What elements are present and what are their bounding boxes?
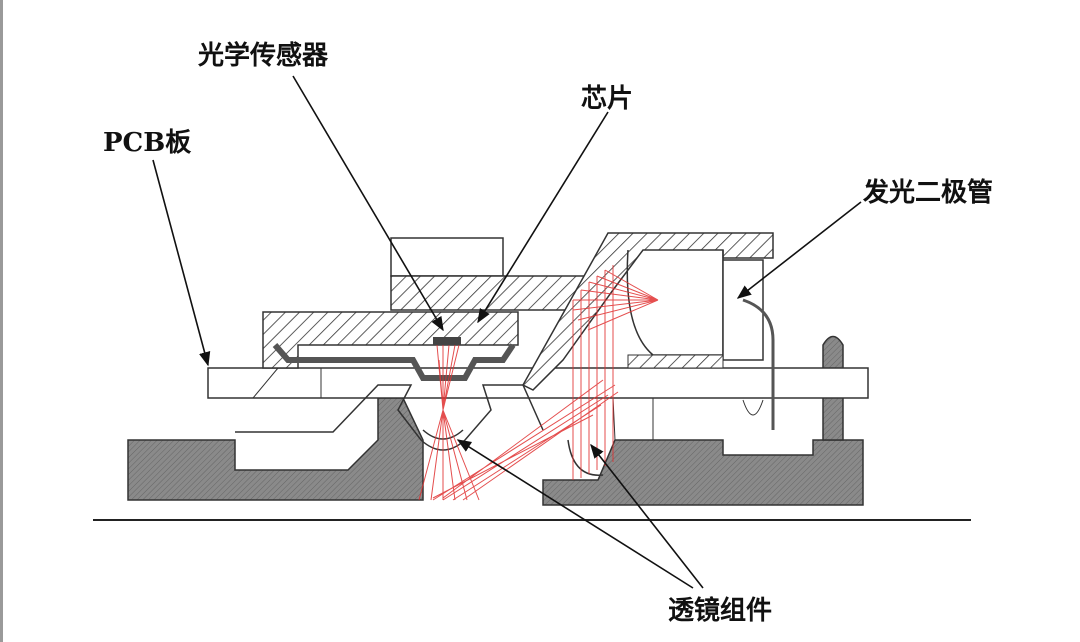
upper-box [390, 237, 504, 277]
light-rays [418, 265, 659, 501]
led-lower [627, 354, 724, 369]
chip-arrow [477, 111, 609, 324]
pcb-arrow [152, 159, 211, 367]
base-right [542, 439, 864, 506]
label-led: 发光二极管 [863, 178, 994, 208]
sensor-clip [272, 343, 516, 381]
label-optical-sensor: 光学传感器 [198, 41, 329, 71]
label-lens-assembly: 透镜组件 [668, 596, 773, 626]
label-chip: 芯片 [581, 84, 634, 114]
chip-housing [262, 311, 519, 369]
cross-section-drawing [93, 75, 971, 589]
led-cup [626, 249, 724, 356]
sensor-die [433, 337, 461, 345]
base-left [127, 397, 424, 501]
label-pcb: PCB板 [103, 128, 192, 158]
led-body [722, 259, 764, 361]
led-arrow [736, 201, 862, 299]
sensor-arrow [292, 75, 444, 332]
lens-arrow-1 [456, 439, 694, 589]
lens-arrow-2 [590, 443, 704, 589]
